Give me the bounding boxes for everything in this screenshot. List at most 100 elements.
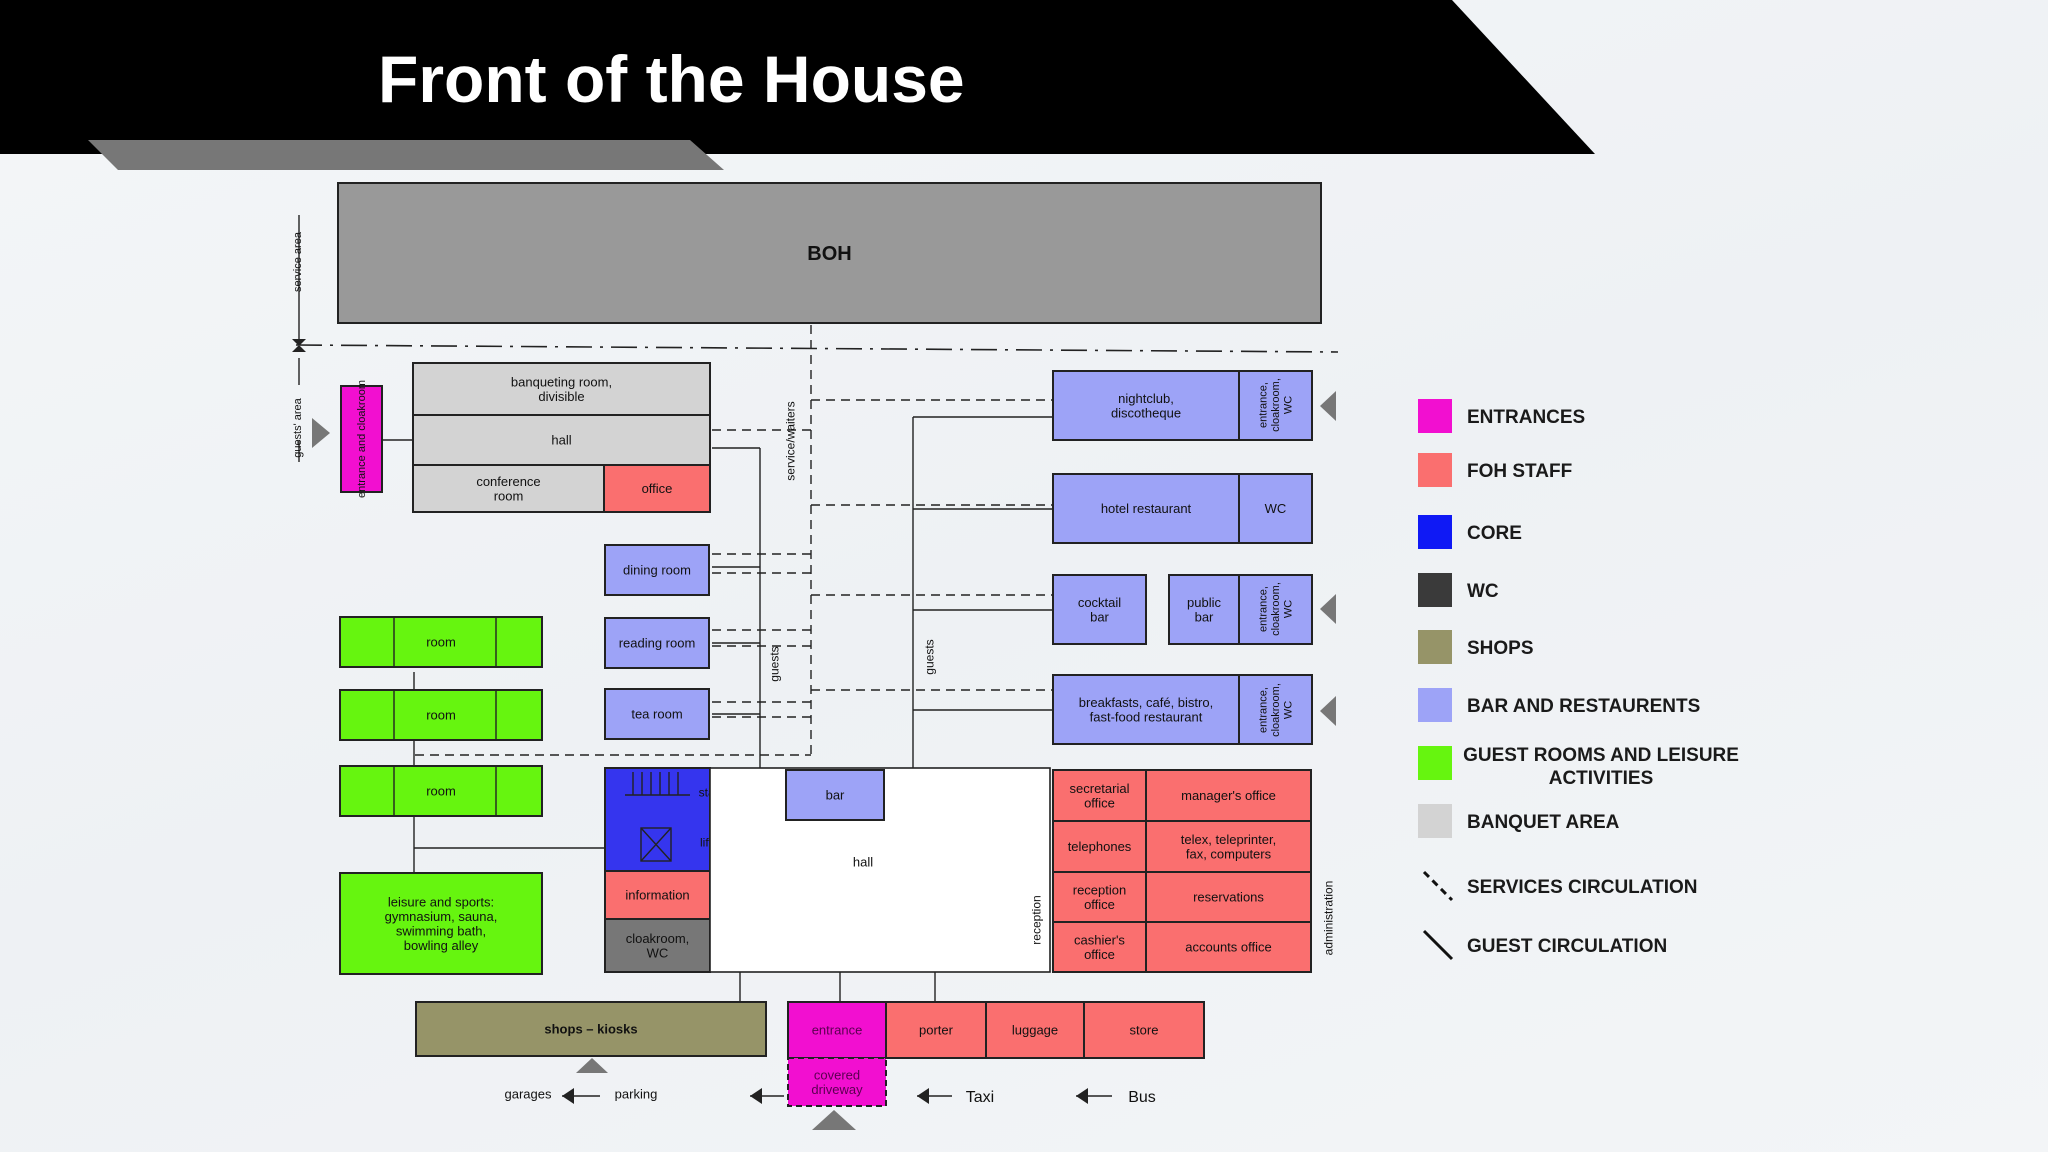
reading-room xyxy=(604,617,710,669)
nightclub-label: nightclub,discotheque xyxy=(1111,391,1181,421)
tea-room-label: tea room xyxy=(631,707,682,722)
banqueting-room-label: banqueting room,divisible xyxy=(511,374,612,404)
boh-block xyxy=(337,182,1322,324)
legend-label-3: WC xyxy=(1467,581,1499,602)
leisure-sports xyxy=(339,872,543,975)
public-bar-entrance xyxy=(1238,574,1313,645)
bus-label: Bus xyxy=(1128,1089,1156,1106)
shops-kiosks-label: shops – kiosks xyxy=(544,1022,637,1037)
lift-shaft xyxy=(640,827,672,862)
nightclub xyxy=(1052,370,1240,441)
store-label: store xyxy=(1130,1023,1159,1038)
driveway-arrow xyxy=(812,1110,856,1130)
breakfast-restaurant xyxy=(1052,674,1240,745)
entrance-arrow-breakfast xyxy=(1320,696,1336,726)
legend-swatch-5 xyxy=(1418,688,1452,722)
guests-area-label: guests' area xyxy=(292,397,304,457)
reception-label: reception xyxy=(1029,895,1043,944)
information-desk-label: information xyxy=(625,888,689,903)
dining-room xyxy=(604,544,710,596)
dining-room-label: dining room xyxy=(623,563,691,578)
tea-room xyxy=(604,688,710,740)
public-bar xyxy=(1168,574,1240,645)
entrance-cloakroom-label: entrance and cloakroom xyxy=(356,380,368,498)
shops-arrow xyxy=(576,1058,608,1073)
legend-swatch-4 xyxy=(1418,630,1452,664)
accent-bar xyxy=(88,140,724,170)
covered-driveway xyxy=(787,1057,887,1107)
entrance-cloakroom xyxy=(340,385,383,493)
guest-room-2 xyxy=(339,689,543,741)
lift-x2 xyxy=(640,827,672,862)
guest-room-3 xyxy=(339,765,543,817)
breakfast-entrance-label: entrance,cloakroom,WC xyxy=(1258,683,1295,737)
public-bar-entrance-label: entrance,cloakroom,WC xyxy=(1258,582,1295,636)
administration-label: administration xyxy=(1321,881,1335,956)
legend-swatch-1 xyxy=(1418,453,1452,487)
legend-swatch-6 xyxy=(1418,746,1452,780)
main-hall xyxy=(709,767,1051,973)
reservations-label: reservations xyxy=(1193,890,1264,905)
banqueting-room xyxy=(412,362,711,416)
legend-swatch-0 xyxy=(1418,399,1452,433)
main-entrance-label: entrance xyxy=(812,1023,863,1038)
banquet-office-label: office xyxy=(642,481,673,496)
guest-room-2-label: room xyxy=(426,708,456,723)
legend-label-2: CORE xyxy=(1467,523,1522,544)
telephones-label: telephones xyxy=(1068,839,1132,854)
legend-line-9 xyxy=(1422,929,1454,961)
banquet-hall xyxy=(412,414,711,466)
guest-room-3-label: room xyxy=(426,784,456,799)
service-area-label: service area xyxy=(292,231,304,292)
parking-label: parking xyxy=(615,1087,658,1102)
garages-label: garages xyxy=(505,1087,552,1102)
service-boundary-line xyxy=(295,344,1339,353)
main-hall-label: hall xyxy=(853,855,873,870)
hall-bar xyxy=(785,769,885,821)
shops-kiosks xyxy=(415,1001,767,1057)
entrance-arrow-guests-area xyxy=(312,418,330,448)
nightclub-entrance-label: entrance,cloakroom,WC xyxy=(1258,378,1295,432)
parking-arrow-head xyxy=(562,1088,574,1104)
hall-bar-label: bar xyxy=(826,788,845,803)
service-waiters-label: service/waiters xyxy=(783,401,797,480)
banquet-hall-label: hall xyxy=(551,433,571,448)
guests-circulation-label-left: guests xyxy=(767,646,781,681)
hotel-restaurant xyxy=(1052,473,1240,544)
legend-label-7: BANQUET AREA xyxy=(1467,812,1620,833)
driveway-exit-arrow-head xyxy=(750,1088,762,1104)
managers-office xyxy=(1145,769,1312,822)
reservations xyxy=(1145,871,1312,923)
secretarial-office xyxy=(1052,769,1147,822)
accounts-office xyxy=(1145,921,1312,973)
telex-room-label: telex, teleprinter,fax, computers xyxy=(1181,832,1276,862)
restaurant-wc-label: WC xyxy=(1265,501,1287,516)
leisure-sports-label: leisure and sports:gymnasium, sauna,swim… xyxy=(385,894,498,953)
cloakroom-wc-label: cloakroom,WC xyxy=(626,931,690,961)
legend-label-4: SHOPS xyxy=(1467,638,1534,659)
telephones xyxy=(1052,820,1147,873)
legend-swatch-2 xyxy=(1418,515,1452,549)
breakfast-entrance xyxy=(1238,674,1313,745)
restaurant-wc xyxy=(1238,473,1313,544)
legend-swatch-7 xyxy=(1418,804,1452,838)
legend-label-1: FOH STAFF xyxy=(1467,461,1572,482)
cashiers-office xyxy=(1052,921,1147,973)
guest-room-1-label: room xyxy=(426,635,456,650)
legend-line-8 xyxy=(1422,870,1454,902)
hotel-restaurant-label: hotel restaurant xyxy=(1101,501,1192,516)
managers-office-label: manager's office xyxy=(1181,788,1276,803)
legend-label-0: ENTRANCES xyxy=(1467,407,1585,428)
cocktail-bar xyxy=(1052,574,1147,645)
banquet-office xyxy=(603,464,711,513)
legend-swatch-3 xyxy=(1418,573,1452,607)
core-stairs-lift xyxy=(604,767,711,872)
